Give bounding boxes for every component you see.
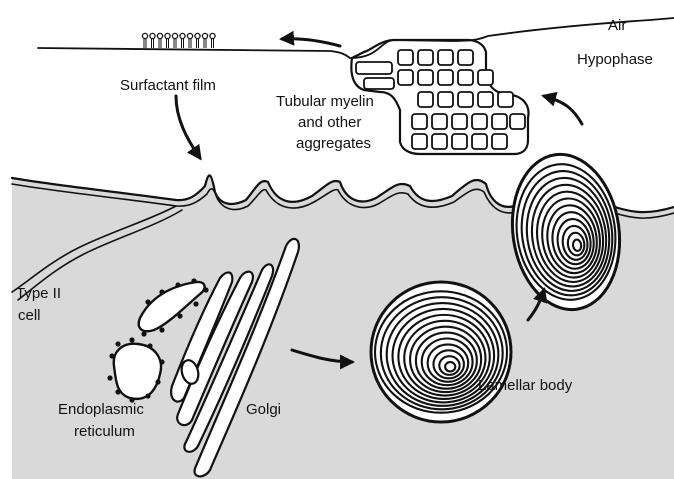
ribosome [109, 353, 114, 358]
lipid-head [150, 33, 155, 38]
lipid-head [165, 33, 170, 38]
label-lamellar-body: Lamellar body [478, 377, 573, 394]
label-type2-2: cell [18, 307, 41, 324]
lipid-head [202, 33, 207, 38]
ribosome [159, 289, 164, 294]
label-hypophase: Hypophase [577, 51, 653, 68]
myelin-cell [412, 134, 427, 149]
ribosome [203, 287, 208, 292]
label-type2-1: Type II [16, 285, 61, 302]
label-tubular-myelin-2: and other [298, 114, 361, 131]
myelin-cell [432, 114, 447, 129]
myelin-cell [412, 114, 427, 129]
ribosome [145, 299, 150, 304]
lipid-head [172, 33, 177, 38]
label-surfactant-film: Surfactant film [120, 77, 216, 94]
myelin-cell [432, 134, 447, 149]
lipid-head [210, 33, 215, 38]
myelin-cell [492, 114, 507, 129]
myelin-cell [418, 92, 433, 107]
ribosome [177, 313, 182, 318]
ribosome [175, 282, 180, 287]
ribosome [145, 393, 150, 398]
lipid-head [157, 33, 162, 38]
myelin-cell [492, 134, 507, 149]
myelin-cell [498, 92, 513, 107]
lipid-head [180, 33, 185, 38]
myelin-cell [418, 70, 433, 85]
ribosome [155, 379, 160, 384]
label-er-1: Endoplasmic [58, 401, 144, 418]
ribosome [129, 337, 134, 342]
ribosome [147, 343, 152, 348]
ribosome [193, 301, 198, 306]
lipid-head [195, 33, 200, 38]
myelin-cell [438, 92, 453, 107]
label-golgi: Golgi [246, 401, 281, 418]
myelin-cell [478, 92, 493, 107]
myelin-cell [398, 70, 413, 85]
tubular-myelin [351, 40, 528, 154]
ribosome [141, 331, 146, 336]
myelin-cell [438, 50, 453, 65]
label-tubular-myelin-1: Tubular myelin [276, 93, 374, 110]
myelin-cell [452, 114, 467, 129]
ribosome [115, 341, 120, 346]
label-air: Air [608, 17, 626, 34]
ribosome [107, 375, 112, 380]
myelin-cell [458, 70, 473, 85]
ribosome [115, 389, 120, 394]
lipid-head [187, 33, 192, 38]
myelin-cell [458, 92, 473, 107]
myelin-cell [418, 50, 433, 65]
label-er-2: reticulum [74, 423, 135, 440]
surfactant-film [142, 33, 215, 48]
ribosome [191, 278, 196, 283]
arrow-to-myelin [544, 96, 582, 124]
lamellar-body [371, 282, 511, 422]
myelin-cell [478, 70, 493, 85]
myelin-cell [510, 114, 525, 129]
ribosome [159, 359, 164, 364]
myelin-cell [472, 134, 487, 149]
ribosome [159, 327, 164, 332]
myelin-cell [452, 134, 467, 149]
arrow-to-film [282, 39, 340, 46]
myelin-cell [398, 50, 413, 65]
myelin-cell [472, 114, 487, 129]
lipid-head [142, 33, 147, 38]
myelin-cell [438, 70, 453, 85]
arrow-film-to-cell [176, 96, 200, 158]
label-tubular-myelin-3: aggregates [296, 135, 371, 152]
myelin-cell [458, 50, 473, 65]
